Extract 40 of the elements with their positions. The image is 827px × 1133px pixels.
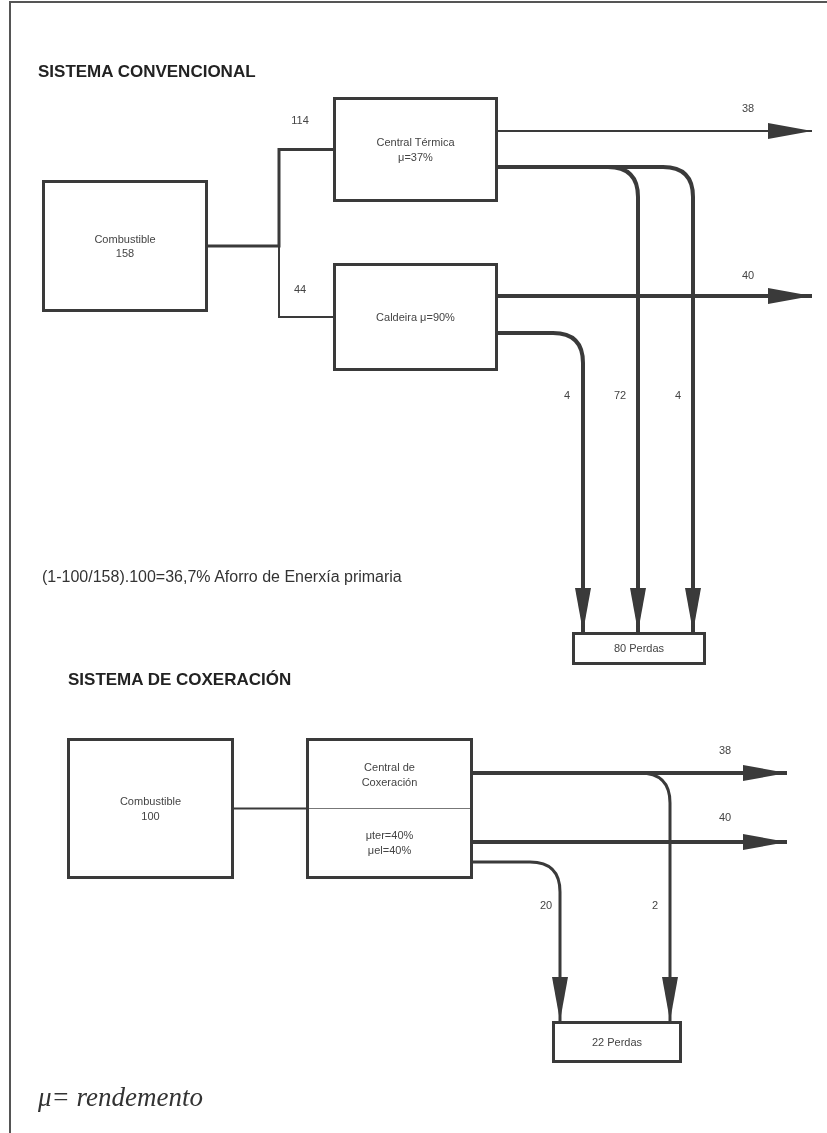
process-box [572, 632, 706, 665]
flow-arrow [473, 860, 568, 1021]
edge-label: 4 [561, 389, 573, 401]
edge-label: 40 [739, 269, 757, 281]
box-text: 80 Perdas [612, 641, 666, 656]
flow-arrow [473, 765, 787, 781]
process-box [306, 738, 473, 879]
connector-line [207, 245, 334, 318]
process-box [333, 97, 498, 202]
flow-arrow [473, 834, 787, 850]
edge-label: 72 [611, 389, 629, 401]
edge-label: 2 [649, 899, 661, 911]
box-text: Central de Coxeración [360, 760, 419, 789]
process-box [42, 180, 208, 312]
edge-label: 40 [716, 811, 734, 823]
formula-note: (1-100/158).100=36,7% Aforro de Enerxía primaria [42, 568, 402, 586]
connector-line [233, 807, 307, 810]
connector-line [208, 148, 333, 248]
box-text: Combustible 158 [93, 231, 157, 261]
section-heading: SISTEMA CONVENCIONAL [38, 62, 256, 82]
edge-label: 4 [672, 389, 684, 401]
process-box [333, 263, 498, 371]
box-text: Combustible 100 [118, 794, 183, 823]
edge-label: 38 [716, 744, 734, 756]
flow-arrow [473, 771, 678, 1021]
flow-arrow [497, 123, 813, 139]
edge-label: 20 [537, 899, 555, 911]
box-text: 22 Perdas [590, 1034, 644, 1050]
definition-note: μ= rendemento [38, 1082, 203, 1113]
process-box [67, 738, 234, 879]
section-heading: SISTEMA DE COXERACIÓN [68, 670, 292, 690]
edge-label: 44 [291, 283, 309, 295]
process-box [552, 1021, 682, 1063]
edge-label: 38 [739, 102, 757, 114]
box-text: Central Térmica μ=37% [375, 135, 456, 164]
box-text: Caldeira μ=90% [375, 309, 456, 325]
box-text: μter=40% μel=40% [364, 828, 415, 857]
edge-label: 114 [289, 114, 311, 126]
flow-arrow [498, 288, 812, 304]
flow-arrow [498, 331, 591, 632]
